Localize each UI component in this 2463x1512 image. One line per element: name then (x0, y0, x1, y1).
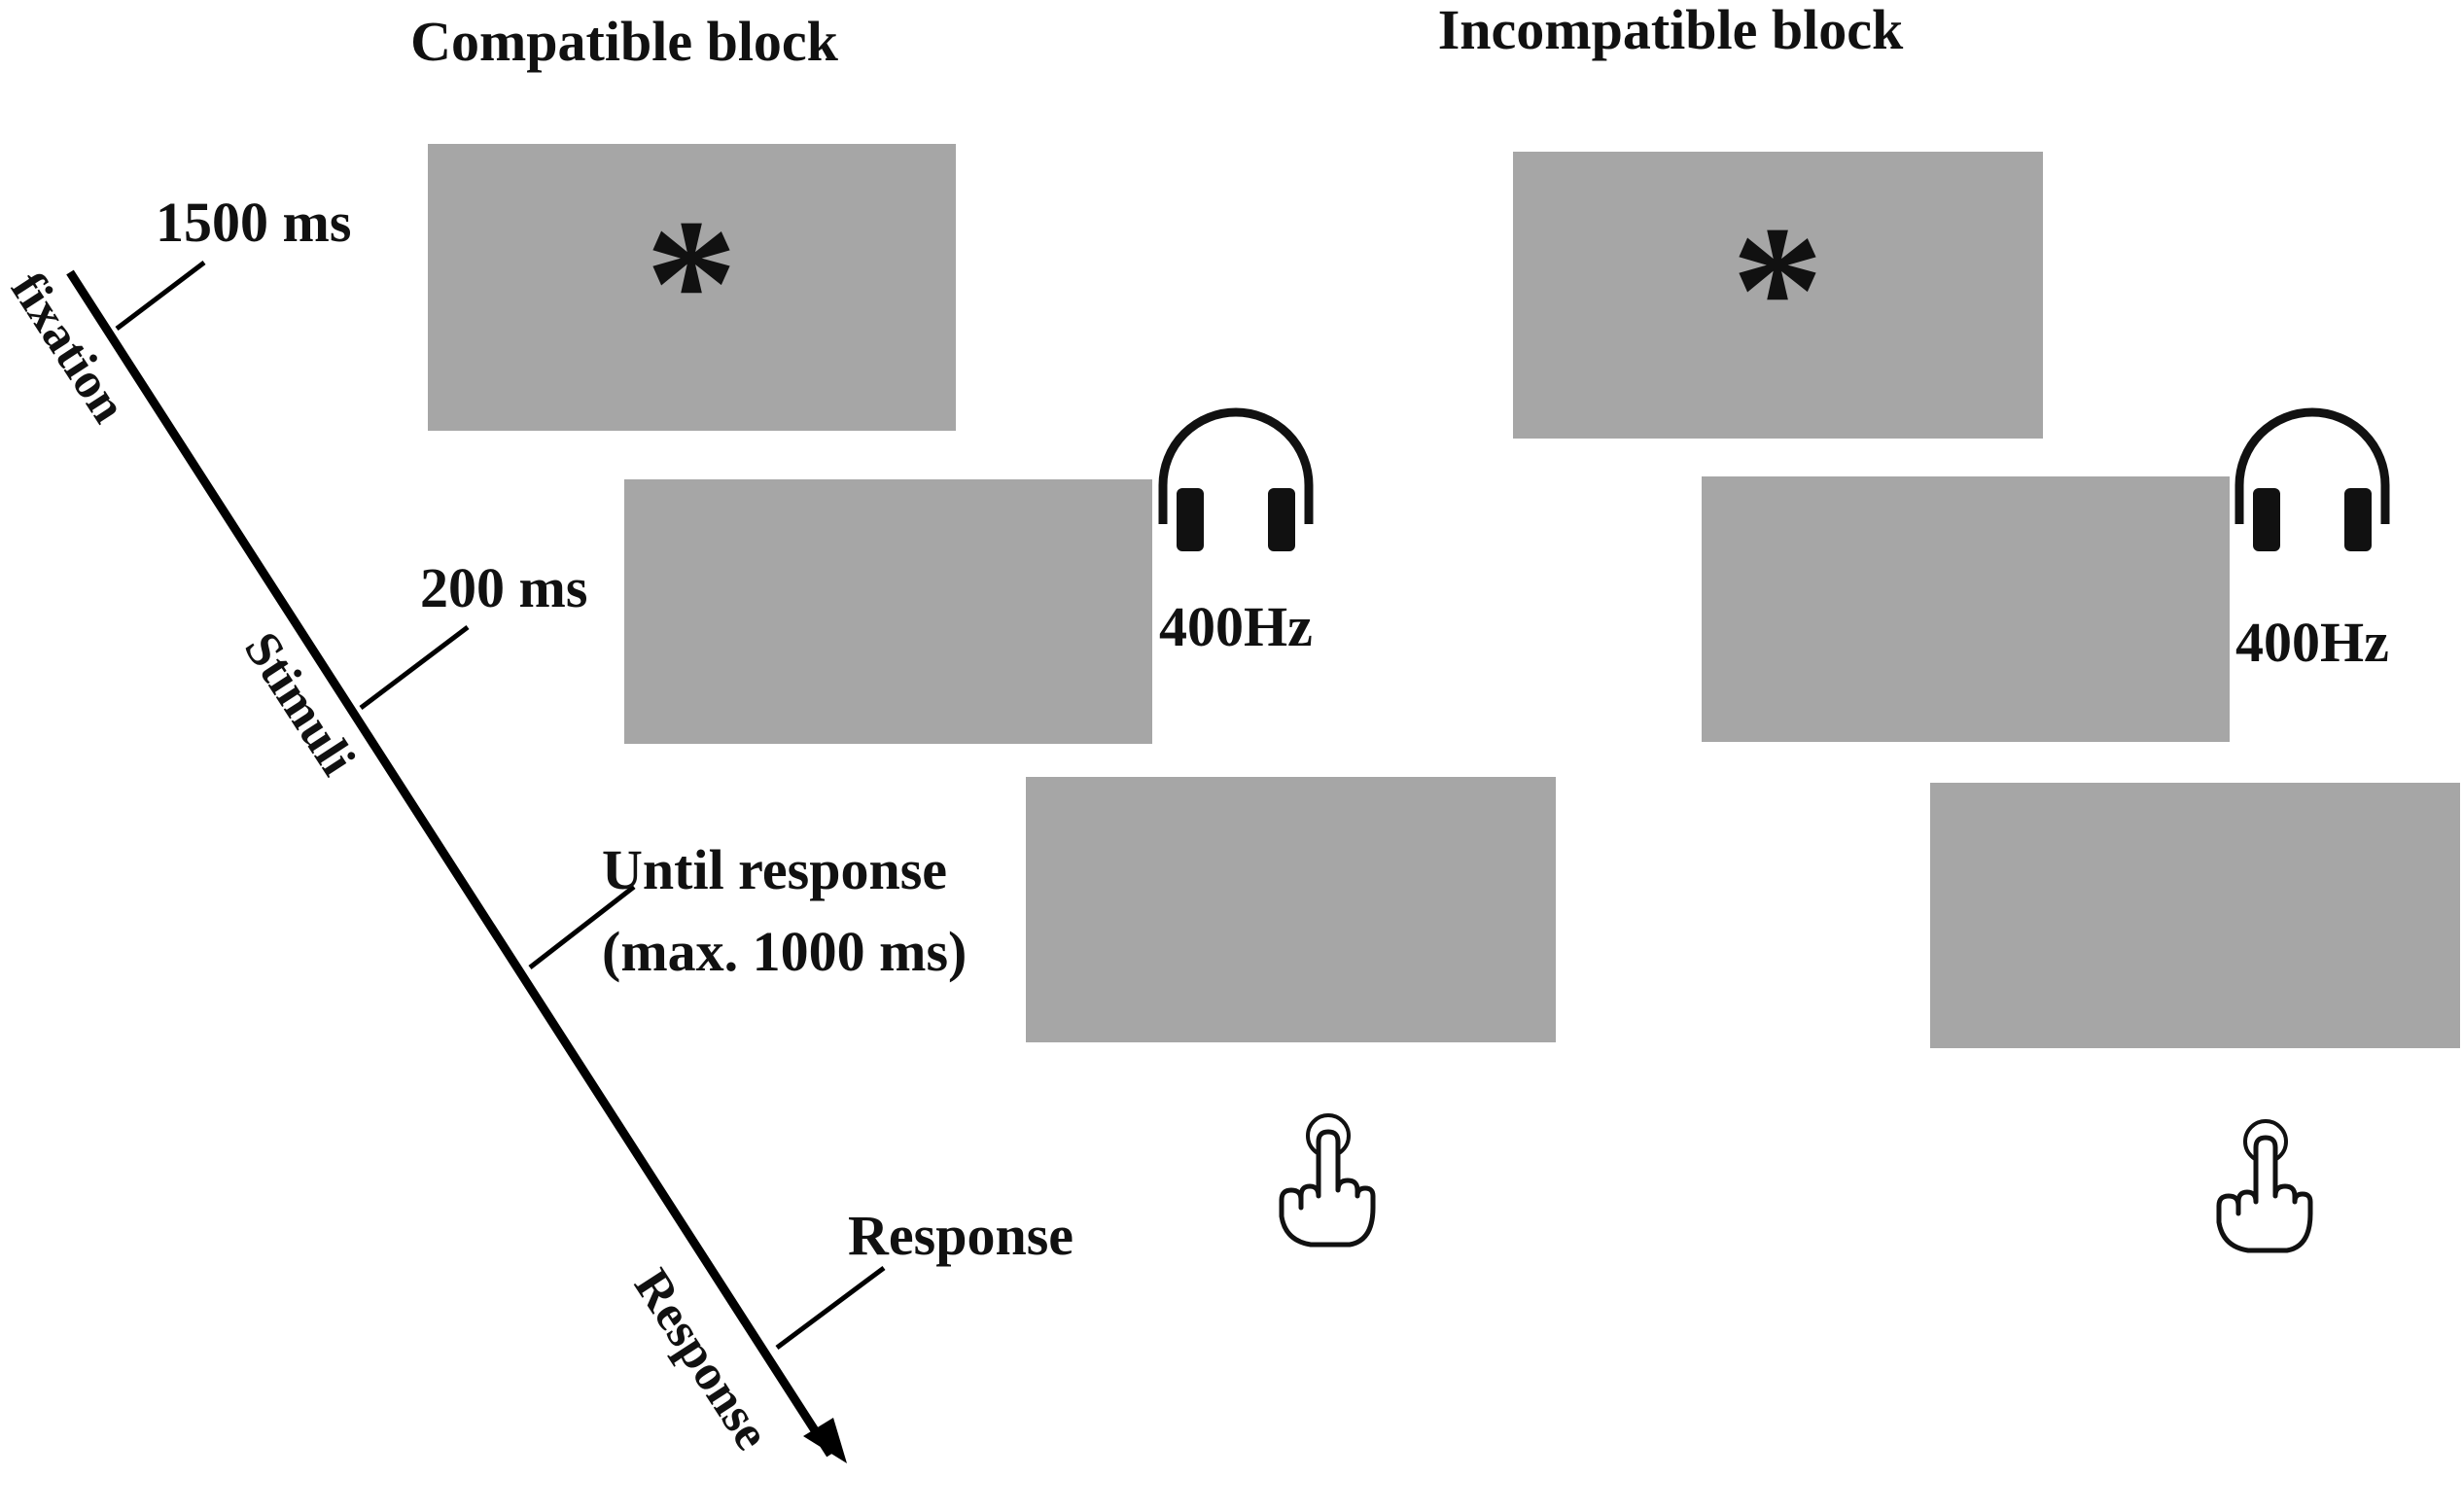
compatible-response-screen (1026, 777, 1556, 1042)
incompatible-response-screen (1930, 783, 2460, 1048)
heading-incompatible-block: Incompatible block (1438, 0, 1904, 61)
incompatible-stimulus-screen (1702, 476, 2230, 742)
incompatible-finger-tap-icon (2219, 1121, 2310, 1250)
tick-fixation (115, 261, 206, 331)
incompatible-fixation-screen (1513, 152, 2043, 439)
incompatible-tone-label: 400Hz (2235, 611, 2389, 674)
tick-response-window (528, 885, 636, 969)
duration-fixation: 1500 ms (156, 191, 351, 254)
compatible-tone-label: 400Hz (1159, 595, 1313, 658)
incompatible-headphones-icon (2239, 412, 2385, 551)
compatible-fixation-screen (428, 144, 956, 431)
tick-response (775, 1265, 886, 1351)
duration-stimulus: 200 ms (420, 556, 587, 619)
heading-compatible-block: Compatible block (410, 10, 839, 73)
compatible-stimulus-screen (624, 479, 1152, 744)
compatible-fixation-symbol: * (646, 182, 738, 386)
duration-response-line2: (max. 1000 ms) (602, 920, 967, 983)
compatible-finger-tap-icon (1282, 1115, 1373, 1245)
duration-response-line1: Until response (602, 838, 947, 901)
timeline-arrowhead (803, 1418, 847, 1463)
response-step-label: Response (848, 1204, 1073, 1267)
incompatible-fixation-symbol: * (1732, 189, 1824, 393)
phase-label-response: Response (623, 1259, 780, 1459)
compatible-headphones-icon (1163, 412, 1309, 551)
timeline-axis (66, 269, 834, 1458)
tick-stimulus (359, 625, 470, 710)
